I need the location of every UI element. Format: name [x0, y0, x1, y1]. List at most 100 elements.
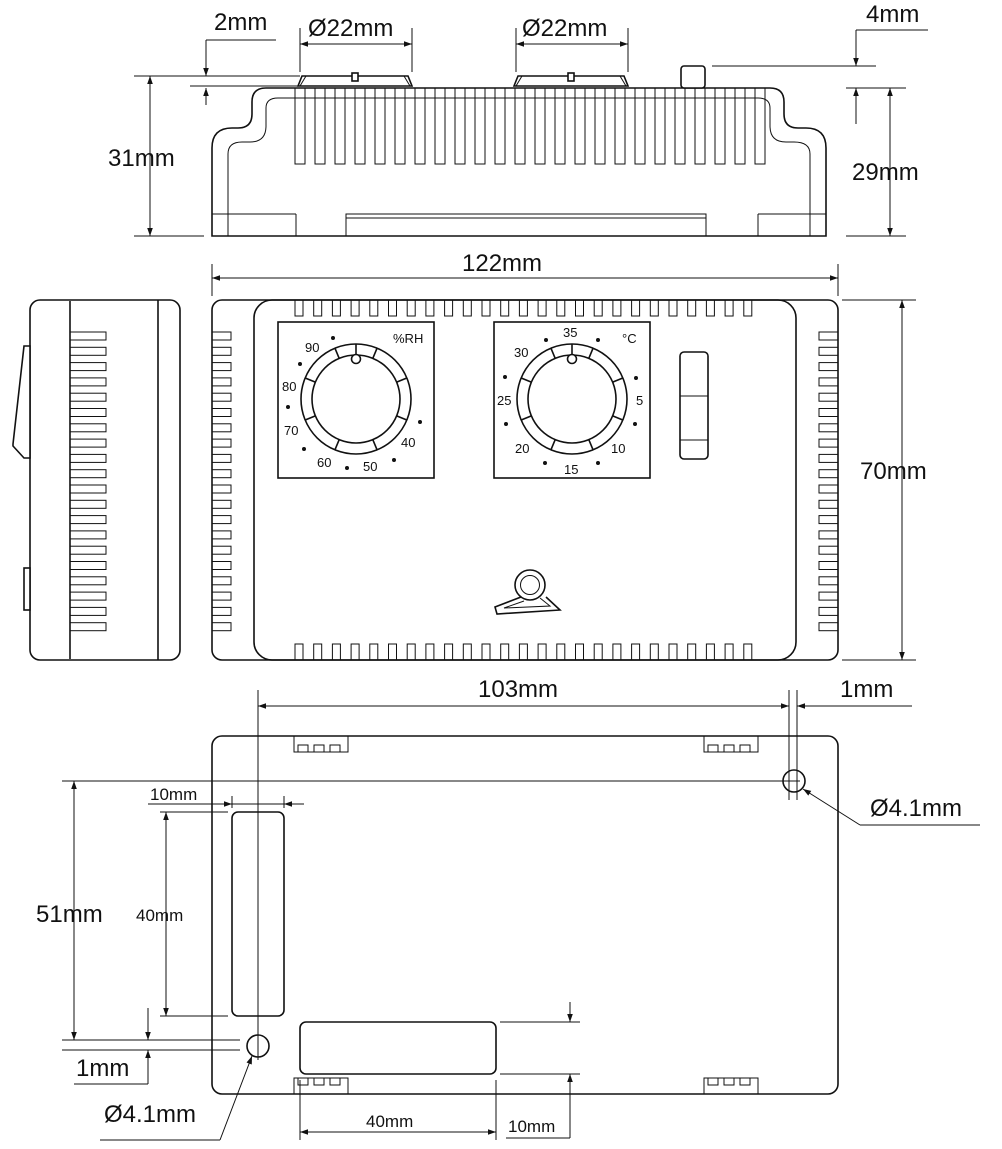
front-vent-bottom — [406, 643, 416, 661]
front-vent-bottom — [481, 643, 491, 661]
front-vent-left — [211, 606, 232, 616]
front-vent-right — [818, 423, 839, 433]
front-vent-bottom — [294, 643, 304, 661]
knob-2-pointer — [567, 72, 575, 82]
t-scale-35: 35 — [563, 325, 577, 340]
dim-hole-spacing: 103mm — [478, 676, 558, 703]
top-fin — [354, 87, 366, 165]
front-vent-top — [537, 299, 547, 317]
t-scale-15: 15 — [564, 462, 578, 477]
front-vent-left — [211, 591, 232, 601]
front-vent-top — [388, 299, 397, 317]
front-vent-left — [211, 453, 232, 463]
front-vent-top — [444, 299, 454, 317]
knob-grip-line — [550, 347, 556, 359]
dim-body-height: 29mm — [852, 159, 919, 186]
dim-total-height: 31mm — [108, 145, 175, 172]
knob-grip-line — [550, 439, 556, 451]
front-vent-right — [818, 346, 839, 356]
front-vent-bottom — [612, 643, 622, 661]
front-vent-bottom — [369, 643, 379, 661]
side-fin — [69, 331, 107, 341]
knob-grip-line — [520, 415, 532, 421]
front-vent-top — [500, 299, 510, 317]
front-view-fins — [211, 299, 839, 661]
front-vent-bottom — [518, 643, 528, 661]
side-fin — [69, 346, 107, 356]
front-vent-top — [612, 299, 622, 317]
front-vent-top — [649, 299, 659, 317]
front-vent-bottom — [668, 643, 678, 661]
switch-profile — [680, 65, 706, 89]
side-fin — [69, 576, 107, 586]
temperature-dial: °C 35 30 25 20 15 10 5 — [493, 321, 651, 479]
rocker-switch-icon — [679, 351, 709, 460]
top-fin — [394, 87, 406, 165]
front-vent-left — [211, 561, 232, 570]
rh-scale-90: 90 — [305, 340, 319, 355]
humidity-knob — [300, 343, 412, 455]
side-view — [12, 299, 181, 661]
knob-grip-line — [334, 439, 340, 451]
t-scale-20: 20 — [515, 441, 529, 456]
top-fin — [654, 87, 666, 165]
knob-grip-line — [334, 347, 340, 359]
front-vent-bottom — [649, 643, 659, 661]
front-vent-top — [575, 299, 584, 317]
dim-knob-2: Ø22mm — [522, 15, 607, 42]
front-vent-right — [818, 377, 839, 387]
side-socket — [23, 567, 31, 611]
top-fin — [294, 87, 306, 165]
side-fin — [69, 438, 107, 448]
top-fin — [494, 87, 506, 165]
top-fin — [674, 87, 686, 165]
temperature-knob — [516, 343, 628, 455]
front-vent-bottom — [537, 643, 547, 661]
front-vent-bottom — [687, 643, 697, 661]
front-vent-bottom — [331, 643, 341, 661]
front-vent-right — [818, 453, 839, 463]
front-vent-top — [687, 299, 697, 317]
knob-grip-line — [304, 377, 316, 383]
front-vent-left — [211, 545, 232, 555]
front-vent-left — [211, 499, 232, 509]
knob-inner-ring — [527, 354, 617, 444]
top-fin — [474, 87, 486, 165]
mounting-slot-horizontal — [299, 1021, 497, 1075]
side-fin — [69, 499, 107, 509]
dim-knob-1: Ø22mm — [308, 15, 393, 42]
knob-grip-line — [520, 377, 532, 383]
front-vent-right — [818, 545, 839, 555]
front-vent-left — [211, 392, 232, 402]
top-fin — [514, 87, 526, 165]
front-vent-left — [211, 469, 232, 479]
side-fin — [69, 545, 107, 555]
front-vent-bottom — [388, 643, 397, 661]
front-vent-right — [818, 530, 839, 540]
knob-1-pointer — [351, 72, 359, 82]
t-scale-30: 30 — [514, 345, 528, 360]
side-fin — [69, 606, 107, 616]
front-vent-bottom — [425, 643, 435, 661]
front-vent-left — [211, 408, 232, 417]
t-scale-10: 10 — [611, 441, 625, 456]
dim-slot-width: 10mm — [150, 785, 197, 804]
top-fin — [534, 87, 546, 165]
front-vent-right — [818, 499, 839, 509]
top-fin — [434, 87, 446, 165]
front-vent-right — [818, 408, 839, 417]
side-fin — [69, 484, 107, 494]
rh-scale-60: 60 — [317, 455, 331, 470]
knob-grip-line — [612, 377, 624, 383]
dim-bottom-slot-width: 10mm — [508, 1117, 555, 1136]
side-fin — [69, 530, 107, 540]
front-vent-bottom — [705, 643, 715, 661]
front-vent-left — [211, 484, 232, 494]
dim-hole-offset-left: 1mm — [76, 1055, 129, 1082]
front-vent-bottom — [313, 643, 323, 661]
mounting-clip-bottom-left — [293, 1077, 349, 1094]
mounting-clip-bottom-right — [703, 1077, 759, 1094]
front-vent-top — [743, 299, 753, 317]
bottom-view-dimensions: 103mm 1mm Ø4.1mm 51mm 1mm Ø4.1mm 10mm — [36, 676, 980, 1141]
